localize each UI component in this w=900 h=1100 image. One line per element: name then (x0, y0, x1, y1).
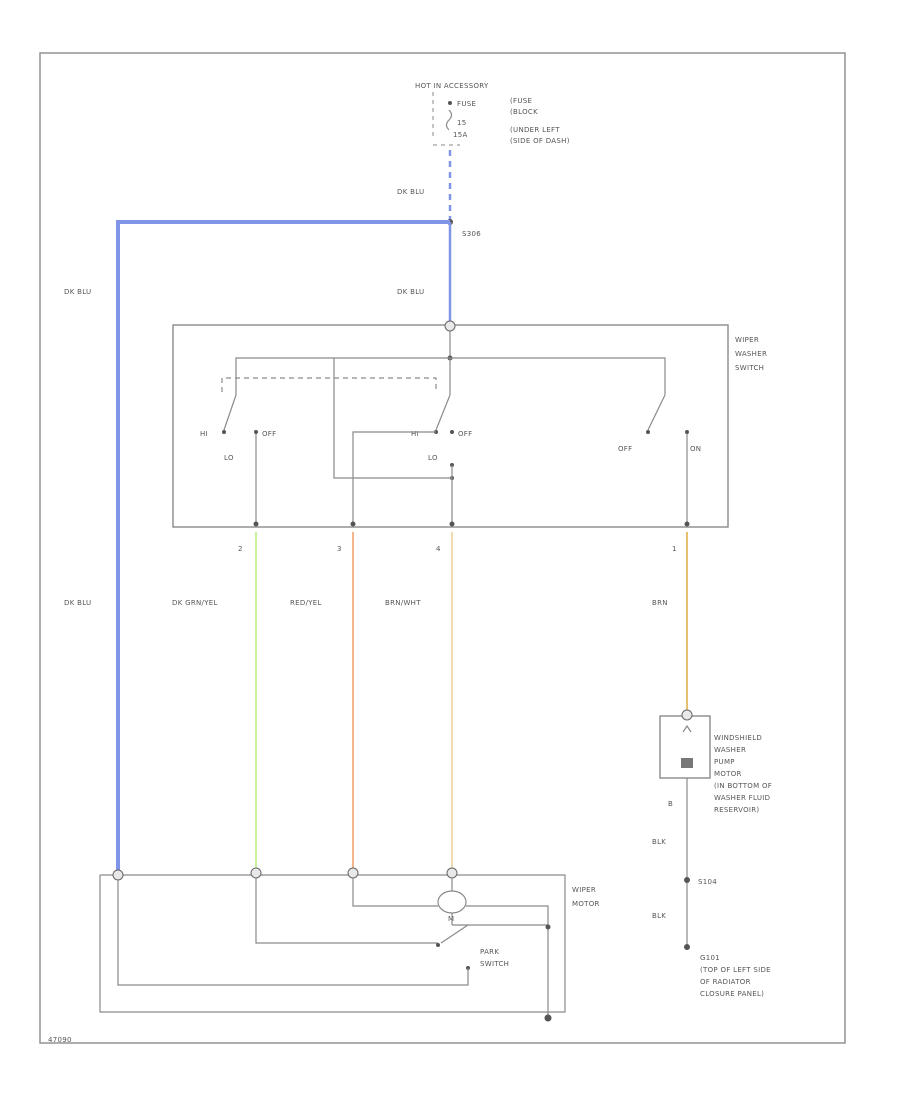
ground-point (684, 944, 690, 950)
label-wire-grn: DK GRN/YEL (172, 599, 218, 607)
washer-off-contact (646, 430, 650, 434)
label-wire-brn: BRN (652, 599, 668, 607)
label-dkblu-mid: DK BLU (397, 288, 424, 296)
switch-input-connector (444, 320, 456, 332)
fuse-title: HOT IN ACCESSORY (415, 82, 489, 90)
fuse-desc-3: (UNDER LEFT (510, 126, 560, 134)
label-wire-red: RED/YEL (290, 599, 322, 607)
label-splice-bottom: S104 (698, 878, 717, 886)
fuse-desc-4: (SIDE OF DASH) (510, 137, 570, 145)
diagram-frame (39, 52, 846, 1044)
switch-lo1: LO (224, 454, 234, 462)
switch-title-1: WIPER (735, 336, 759, 344)
motor-wire-common (466, 905, 549, 1018)
figure-id: 47090 (48, 1036, 72, 1044)
switch-hi: HI (200, 430, 208, 438)
switch-title-2: WASHER (735, 350, 767, 358)
park-switch-blade (440, 924, 469, 944)
switch-washer-feed (450, 357, 666, 395)
switch-pin1-node (684, 521, 690, 527)
label-dkblu-lower: DK BLU (64, 599, 91, 607)
motor-armature-icon (437, 890, 467, 914)
label-dkblu-top: DK BLU (397, 188, 424, 196)
wiper-motor-box (99, 874, 566, 1013)
motor-connector-brnwht (446, 867, 458, 879)
motor-connector-dkblu (112, 869, 124, 881)
fuse-desc-1: (FUSE (510, 97, 532, 105)
pin-1-label: 1 (672, 545, 677, 553)
pump-label-4: MOTOR (714, 770, 742, 778)
fuse-amp-label: 15 (457, 119, 467, 127)
park-contact (436, 943, 440, 947)
switch-wire-lo-cross (333, 358, 452, 479)
pin-3-label: 3 (337, 545, 342, 553)
motor-label-1: WIPER (572, 886, 596, 894)
wiper-blade-1 (223, 394, 237, 431)
pump-label-5: (IN BOTTOM OF (714, 782, 772, 790)
motor-connector-grn (250, 867, 262, 879)
ground-desc-2: OF RADIATOR (700, 978, 751, 986)
splice-bottom (684, 877, 690, 883)
switch-pin2-node (253, 521, 259, 527)
label-blk-1: BLK (652, 838, 666, 846)
switch-wiper1-feed (235, 357, 450, 395)
park-label-2: SWITCH (480, 960, 509, 968)
motor-connector-red (347, 867, 359, 879)
park-label-1: PARK (480, 948, 499, 956)
pin-4-label: 4 (436, 545, 441, 553)
switch-off2: OFF (458, 430, 472, 438)
pump-label-2: WASHER (714, 746, 746, 754)
ground-desc-3: CLOSURE PANEL) (700, 990, 764, 998)
pump-label-1: WINDSHIELD (714, 734, 762, 742)
pin-b-label: B (668, 800, 673, 808)
washer-switch-blade (647, 394, 666, 431)
pump-label-7: RESERVOIR) (714, 806, 759, 814)
fuse-icon (445, 109, 453, 131)
motor-label-2: MOTOR (572, 900, 600, 908)
switch-on: ON (690, 445, 701, 453)
ground-id: G101 (700, 954, 720, 962)
washer-on-contact (685, 430, 689, 434)
wiper1-hi-contact (222, 430, 226, 434)
fuse-pin-label: FUSE (457, 100, 476, 108)
fuse-desc-2: (BLOCK (510, 108, 538, 116)
washer-pump-connector (681, 709, 693, 721)
label-splice-top: S306 (462, 230, 481, 238)
wiper2-off-contact (450, 430, 454, 434)
fuse-pin-dot (448, 101, 452, 105)
switch-off3: OFF (618, 445, 632, 453)
motor-wire-red (352, 878, 438, 907)
switch-off1: OFF (262, 430, 276, 438)
fuse-rating-label: 15A (453, 131, 468, 139)
pump-label-6: WASHER FLUID (714, 794, 770, 802)
washer-pump-box (659, 715, 711, 779)
pump-contact-icon (682, 724, 692, 733)
pin-2-label: 2 (238, 545, 243, 553)
label-wire-brn-wht: BRN/WHT (385, 599, 421, 607)
switch-hi2: HI (411, 430, 419, 438)
switch-pin4-node (449, 521, 455, 527)
motor-ground-point (544, 1014, 552, 1022)
label-dkblu-left: DK BLU (64, 288, 91, 296)
pump-motor-icon (681, 758, 693, 768)
label-blk-2: BLK (652, 912, 666, 920)
wiper1-off-contact (254, 430, 258, 434)
pump-label-3: PUMP (714, 758, 735, 766)
ground-desc-1: (TOP OF LEFT SIDE (700, 966, 771, 974)
wiper-blade-2 (435, 394, 451, 431)
switch-title-3: SWITCH (735, 364, 764, 372)
motor-node-common (545, 924, 551, 930)
switch-wire-pin3 (352, 431, 436, 524)
motor-m-label: M (448, 915, 454, 923)
wire-dkblu-left-branch (116, 220, 450, 872)
motor-wire-dkblu-park (117, 880, 469, 986)
switch-mechanical-link (221, 377, 437, 392)
motor-wire-grn (255, 878, 438, 944)
switch-lo2: LO (428, 454, 438, 462)
switch-pin3-node (350, 521, 356, 527)
